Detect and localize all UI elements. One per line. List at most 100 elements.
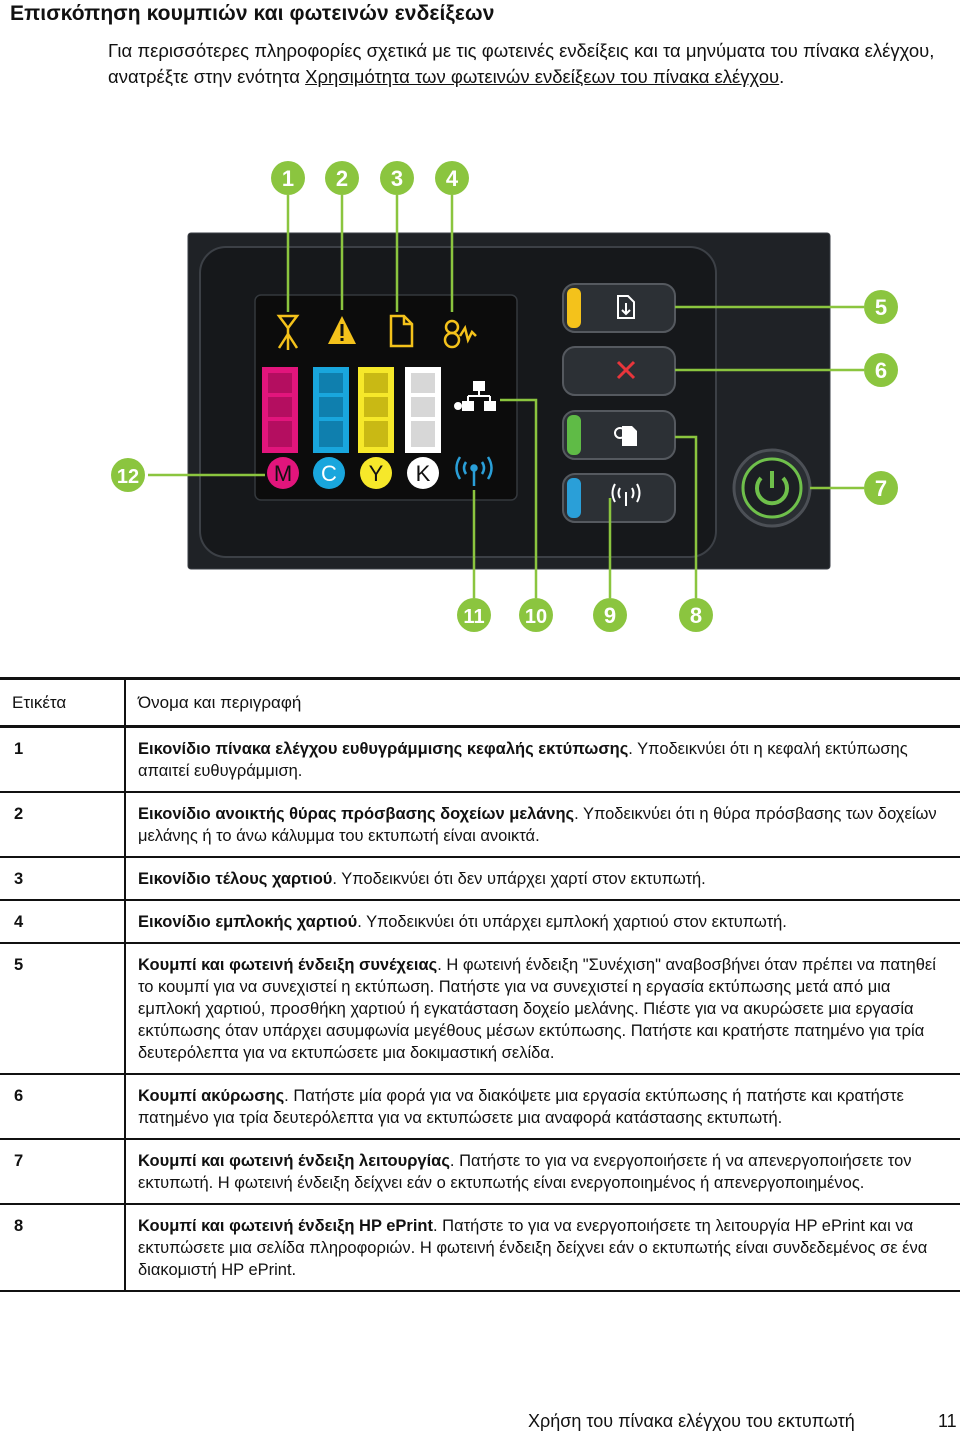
footer-title: Χρήση του πίνακα ελέγχου του εκτυπωτή [528,1411,855,1431]
ink-letter-k: K [407,457,439,489]
ink-door-open-icon [328,316,356,344]
row-label: 5 [0,943,125,1075]
row-title: Κουμπί ακύρωσης [138,1087,285,1105]
svg-text:6: 6 [875,358,887,383]
svg-text:C: C [321,461,337,486]
header-description: Όνομα και περιγραφή [124,677,960,728]
callout-10: 10 [519,598,553,632]
power-button[interactable] [732,448,812,528]
cancel-button[interactable] [562,346,676,396]
row-title: Κουμπί και φωτεινή ένδειξη HP ePrint [138,1217,434,1235]
ink-letter-c: C [313,457,345,489]
svg-text:4: 4 [446,166,459,191]
row-text: . Υποδεικνύει ότι δεν υπάρχει χαρτί στον… [332,870,706,888]
callout-2: 2 [325,161,359,195]
paper-out-icon [389,314,414,348]
wireless-icon [455,456,493,486]
row-description: Εικονίδιο τέλους χαρτιού. Υποδεικνύει ότ… [124,857,960,901]
row-text: . Πατήστε μία φορά για να διακόψετε μια … [138,1087,904,1127]
row-label: 4 [0,900,125,944]
legend-table: Ετικέτα Όνομα και περιγραφή 1 Εικονίδιο π… [0,677,960,1292]
row-label: 1 [0,726,125,793]
callout-5: 5 [864,290,898,324]
row-description: Κουμπί και φωτεινή ένδειξη λειτουργίας. … [124,1139,960,1205]
svg-text:5: 5 [875,295,887,320]
callout-12: 12 [111,458,145,492]
intro-paragraph: Για περισσότερες πληροφορίες σχετικά με … [108,38,948,90]
row-title: Εικονίδιο πίνακα ελέγχου ευθυγράμμισης κ… [138,740,629,758]
svg-text:1: 1 [282,166,294,191]
ink-level-yellow [358,367,394,453]
svg-text:M: M [274,461,292,486]
svg-text:12: 12 [117,466,139,488]
ink-level-black [405,367,441,453]
row-label: 7 [0,1139,125,1205]
intro-suffix: . [779,66,785,87]
row-text: . Πατήστε το για να ενεργοποιήσετε τη λε… [138,1217,928,1279]
printhead-alignment-icon [276,314,300,350]
row-title: Εικονίδιο ανοικτής θύρας πρόσβασης δοχεί… [138,805,575,823]
row-label: 8 [0,1204,125,1292]
ink-letter-y: Y [360,457,392,489]
network-icon [454,381,496,411]
header-label: Ετικέτα [0,677,125,728]
callout-leaders [148,195,864,598]
table-row: 2 Εικονίδιο ανοικτής θύρας πρόσβασης δοχε… [0,792,960,858]
row-title: Εικονίδιο τέλους χαρτιού [138,870,333,888]
svg-text:10: 10 [525,606,547,628]
row-description: Κουμπί και φωτεινή ένδειξη HP ePrint. Πα… [124,1204,960,1292]
callout-6: 6 [864,353,898,387]
svg-text:3: 3 [391,166,403,191]
svg-text:9: 9 [604,603,616,628]
control-panel-diagram: M C Y K [111,161,898,632]
table-header-row: Ετικέτα Όνομα και περιγραφή [0,677,960,728]
callout-1: 1 [271,161,305,195]
callout-11: 11 [457,598,491,632]
intro-text: Για περισσότερες πληροφορίες σχετικά με … [108,40,935,87]
row-label: 6 [0,1074,125,1140]
row-description: Κουμπί και φωτεινή ένδειξη συνέχειας. Η … [124,943,960,1075]
ink-level-magenta [262,367,298,453]
callout-8: 8 [679,598,713,632]
row-label: 2 [0,792,125,858]
svg-text:2: 2 [336,166,348,191]
row-title: Κουμπί και φωτεινή ένδειξη συνέχειας [138,956,438,974]
ink-level-cyan [313,367,349,453]
row-text: . Πατήστε το για να ενεργοποιήσετε ή να … [138,1152,912,1192]
row-title: Εικονίδιο εμπλοκής χαρτιού [138,913,358,931]
row-text: . Υποδεικνύει ότι υπάρχει εμπλοκή χαρτιο… [357,913,787,931]
svg-text:Y: Y [369,461,384,486]
table-row: 1 Εικονίδιο πίνακα ελέγχου ευθυγράμμισης … [0,726,960,793]
callout-3: 3 [380,161,414,195]
callout-7: 7 [864,471,898,505]
row-description: Εικονίδιο πίνακα ελέγχου ευθυγράμμισης κ… [124,726,960,793]
svg-text:11: 11 [463,606,484,628]
row-description: Κουμπί ακύρωσης. Πατήστε μία φορά για να… [124,1074,960,1140]
callout-4: 4 [435,161,469,195]
row-description: Εικονίδιο ανοικτής θύρας πρόσβασης δοχεί… [124,792,960,858]
paper-jam-icon [443,319,477,349]
control-panel-figure: M C Y K [0,150,960,640]
wireless-button[interactable] [562,473,676,523]
svg-text:K: K [416,461,431,486]
row-text: . Η φωτεινή ένδειξη "Συνέχιση" αναβοσβήν… [138,956,936,1062]
page-number: 11 [938,1411,957,1431]
page-title: Επισκόπηση κουμπιών και φωτεινών ενδείξε… [10,2,495,25]
resume-button[interactable] [562,283,676,333]
intro-link[interactable]: Χρησιμότητα των φωτεινών ενδείξεων του π… [305,66,780,87]
row-description: Εικονίδιο εμπλοκής χαρτιού. Υποδεικνύει … [124,900,960,944]
ink-letter-m: M [267,457,299,489]
callout-9: 9 [593,598,627,632]
eprint-button[interactable] [562,410,676,460]
row-text: . Υποδεικνύει ότι η κεφαλή εκτύπωσης απα… [138,740,908,780]
row-label: 3 [0,857,125,901]
row-text: . Υποδεικνύει ότι η θύρα πρόσβασης των δ… [138,805,937,845]
svg-text:8: 8 [690,603,702,628]
row-title: Κουμπί και φωτεινή ένδειξη λειτουργίας [138,1152,450,1170]
